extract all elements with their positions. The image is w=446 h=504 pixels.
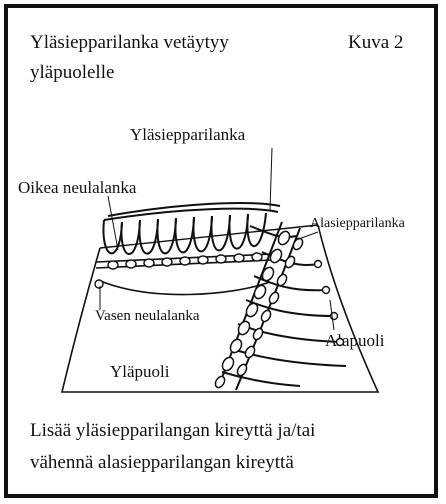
lower-looper-chain	[218, 222, 346, 390]
upper-looper-loops	[103, 203, 280, 254]
chain-knots	[315, 261, 344, 346]
leader-lines	[100, 148, 334, 330]
